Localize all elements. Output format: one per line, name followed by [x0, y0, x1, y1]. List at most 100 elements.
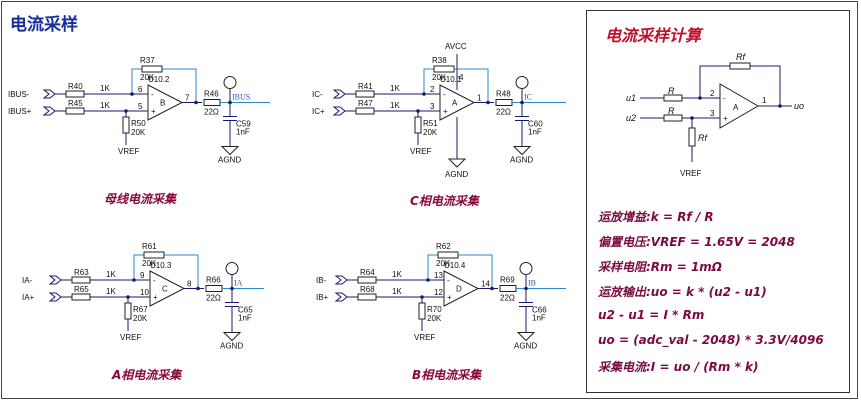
input-port-neg-icon [332, 89, 346, 99]
rf-value: 20K [142, 259, 157, 268]
input-label-pos: IB+ [316, 293, 329, 302]
calc-plus: + [723, 114, 728, 123]
r-in1-label: R63 [74, 268, 89, 277]
r-in1-value: 1K [390, 84, 400, 93]
r-in2-label: R45 [68, 99, 83, 108]
calc-rf-top-label: Rf [736, 52, 746, 62]
formula-gain: 运放增益:k = Rf / R [598, 210, 714, 224]
opamp-section: A [452, 99, 458, 108]
pin-out: 1 [477, 94, 482, 103]
input-port-neg-icon [48, 275, 62, 285]
cap-value: 1nF [236, 128, 250, 137]
r-in1-label: R41 [358, 82, 373, 91]
r-out-label: R69 [500, 276, 515, 285]
input-label-neg: IC- [312, 90, 323, 99]
rg-value: 20K [423, 128, 438, 137]
calc-title: 电流采样计算 [605, 26, 702, 45]
r-in2-value: 1K [106, 287, 116, 296]
r-out-value: 22Ω [204, 108, 219, 117]
opamp-unit-label: U10.1 [440, 75, 462, 84]
bias-resistor [414, 116, 422, 134]
caption-a-phase: A相电流采集 [112, 368, 182, 382]
calc-opamp-section: A [733, 103, 739, 112]
formula-adc: uo = (adc_val - 2048) * 3.3V/4096 [598, 333, 824, 347]
cap-label: C60 [528, 120, 543, 129]
ground-icon [512, 146, 532, 156]
junction-dot [130, 92, 134, 96]
opamp-section: B [160, 99, 165, 108]
feedback-resistor [433, 65, 455, 73]
calc-minus: - [723, 94, 726, 103]
bias-resistor [418, 302, 426, 320]
input-port-neg-icon [334, 275, 348, 285]
calc-opamp-symbol [719, 83, 759, 129]
page-title: 电流采样 [10, 15, 78, 35]
input-resistor-neg [65, 90, 85, 98]
r-in2-label: R68 [360, 285, 375, 294]
agnd-label: AGND [514, 342, 537, 351]
calc-pin-plus: 3 [710, 109, 715, 118]
junction-dot [690, 116, 694, 120]
calc-rf-bot-label: Rf [698, 133, 708, 143]
calc-r-top-label: R [668, 86, 675, 96]
input-resistor-pos [355, 107, 375, 115]
rg-value: 20K [131, 128, 146, 137]
feedback-wire [131, 68, 142, 94]
rg-value: 20K [133, 314, 148, 323]
r-in1-value: 1K [106, 270, 116, 279]
rf-label: R62 [436, 242, 451, 251]
r-in1-label: R40 [68, 82, 83, 91]
input-label-neg: IB- [316, 276, 327, 285]
feedback-resistor [143, 251, 165, 259]
opamp-symbol [439, 84, 476, 121]
output-resistor [499, 285, 517, 292]
opamp-minus-sign: - [153, 276, 156, 285]
test-point-icon [515, 76, 529, 89]
input-resistor-neg [71, 276, 91, 284]
opamp-unit-label: U10.2 [148, 75, 170, 84]
cap-value: 1nF [238, 314, 252, 323]
caption-c-phase: C相电流采集 [410, 194, 479, 208]
ground-icon [447, 158, 467, 168]
junction-dot [778, 104, 782, 108]
opamp-symbol [149, 270, 186, 307]
vref-label: VREF [118, 147, 139, 156]
pin-plus: 10 [140, 288, 149, 297]
caption-bus: 母线电流采集 [104, 192, 177, 206]
junction-dot [132, 278, 136, 282]
cap-value: 1nF [532, 314, 546, 323]
output-resistor [205, 285, 223, 292]
output-signal-label: IA [234, 279, 243, 288]
vref-label: VREF [120, 333, 141, 342]
cap-label: C59 [236, 120, 251, 129]
opamp-minus-sign: - [443, 90, 446, 99]
feedback-resistor [437, 251, 459, 259]
bias-resistor [124, 302, 132, 320]
ground-icon [516, 332, 536, 342]
formula-vref: 偏置电压:VREF = 1.65V = 2048 [598, 235, 795, 249]
junction-dot [422, 92, 426, 96]
r-in2-value: 1K [100, 101, 110, 110]
vref-label: VREF [414, 333, 435, 342]
rf-label: R37 [140, 56, 155, 65]
output-signal-label: IBUS [232, 93, 250, 102]
formula-rm: 采样电阻:Rm = 1mΩ [598, 260, 723, 274]
opamp-plus-sign: + [151, 107, 156, 116]
junction-dot [196, 286, 200, 291]
formula-diff: u2 - u1 = I * Rm [598, 308, 705, 322]
opamp-section: C [162, 285, 168, 294]
input-port-pos-icon [42, 106, 56, 116]
output-signal-label: IC [524, 93, 532, 102]
input-label-neg: IBUS- [8, 90, 30, 99]
agnd-label: AGND [220, 342, 243, 351]
calc-u1-label: u1 [626, 93, 636, 103]
ground-icon [220, 146, 240, 156]
calc-panel [586, 10, 850, 393]
opamp-minus-sign: - [151, 90, 154, 99]
rg-label: R70 [427, 305, 442, 314]
r-out-label: R66 [206, 276, 221, 285]
supply-label: AVCC [445, 42, 467, 51]
r-out-label: R48 [496, 90, 511, 99]
opamp-section: D [456, 285, 462, 294]
